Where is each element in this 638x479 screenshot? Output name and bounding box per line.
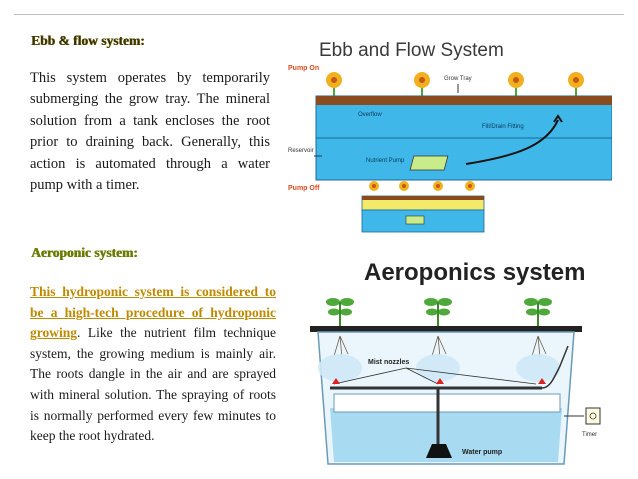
aeroponics-diagram-title: Aeroponics system [364,259,585,286]
aeroponics-diagram: Aeroponics system [310,259,601,465]
fill-drain-label: Fill/Drain Fitting [482,124,524,130]
grow-tray-label: Grow Tray [444,76,472,82]
reservoir-tank [315,137,612,181]
pump-off-label: Pump Off [288,185,320,192]
reservoir-label: Reservoir [288,148,314,154]
aeroponic-paragraph: This hydroponic system is considered to … [30,282,276,447]
mist-nozzles-label: Mist nozzles [368,359,409,366]
aeroponic-heading: Aeroponic system: [31,245,138,260]
grow-tray-plants [326,72,584,96]
overflow-label: Overflow [358,112,382,118]
ebb-flow-diagram-title: Ebb and Flow System [319,40,504,61]
ebb-flow-paragraph: This system operates by temporarily subm… [30,70,270,194]
pump-off-plants [369,181,475,191]
ebb-flow-diagram: Ebb and Flow System Pump On Grow Tray Ov… [288,40,612,233]
aeroponic-highlight: This hydroponic system is considered to … [30,284,276,341]
nutrient-pump-label: Nutrient Pump [366,158,405,164]
nutrient-pump [409,155,449,171]
timer [585,407,601,425]
water-pump [426,444,452,458]
aeroponic-body: . Like the nutrient film technique syste… [30,325,276,444]
timer-label: Timer [582,432,597,438]
slide-border-top [14,14,624,15]
water-pump-label: Water pump [462,449,502,456]
ebb-flow-heading: Ebb & flow system: [31,33,145,48]
pump-on-label: Pump On [288,65,319,72]
